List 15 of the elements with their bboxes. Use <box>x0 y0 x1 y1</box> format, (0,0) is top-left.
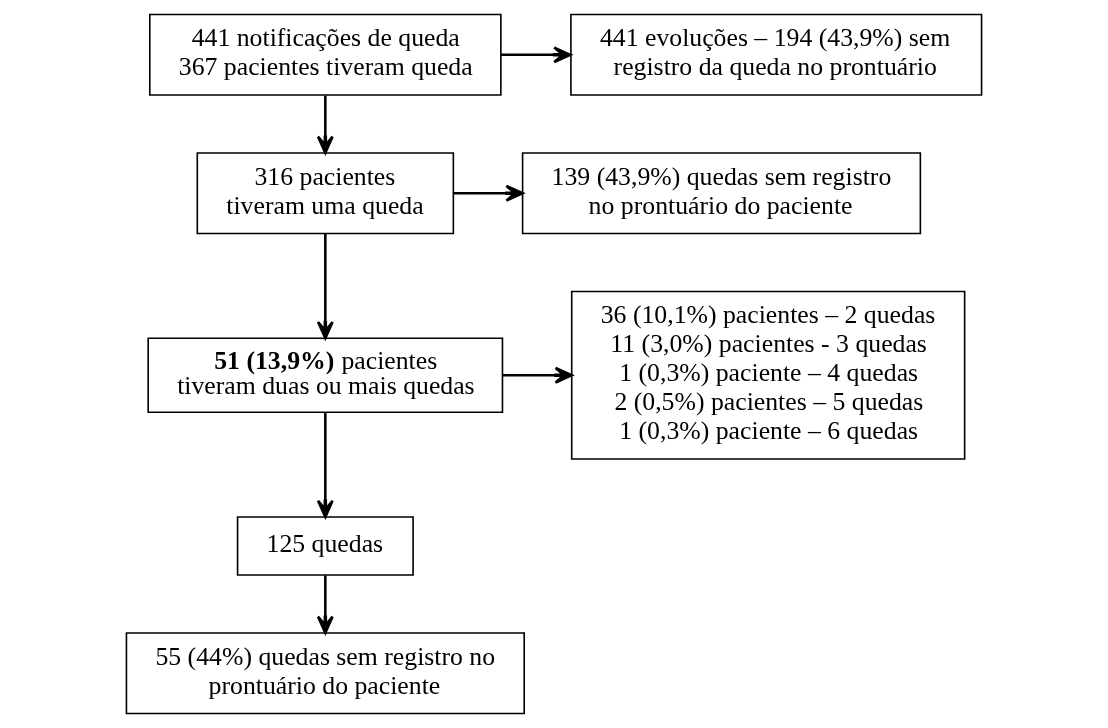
node-box: 139 (43,9%) quedas sem registro no prontuário do paciente <box>521 152 922 235</box>
arrow <box>500 46 572 64</box>
node-box: 51 (13,9%) pacientes tiveram duas ou mais quedas <box>147 337 504 414</box>
node-box: 441 evoluções – 194 (43,9%) sem registro da queda no prontuário <box>570 13 983 96</box>
node-box: 316 pacientes tiveram uma queda <box>196 152 455 235</box>
arrow <box>316 95 334 155</box>
arrow <box>316 575 334 635</box>
node-box: 125 quedas <box>236 516 414 576</box>
arrow <box>453 184 524 202</box>
node-box: 441 notificações de queda 367 pacientes tiveram queda <box>149 13 502 96</box>
node-box: 36 (10,1%) pacientes – 2 quedas 11 (3,0%) pacientes - 3 quedas 1 (0,3%) paciente – 4 quedas 2 (0,5%) pacientes – 5 quedas 1 (0,3%) paciente – 6 quedas <box>570 290 966 460</box>
arrow <box>502 366 573 384</box>
arrow <box>316 233 334 340</box>
node-box: 55 (44%) quedas sem registro no prontuário do paciente <box>125 632 525 715</box>
arrow <box>316 412 334 519</box>
